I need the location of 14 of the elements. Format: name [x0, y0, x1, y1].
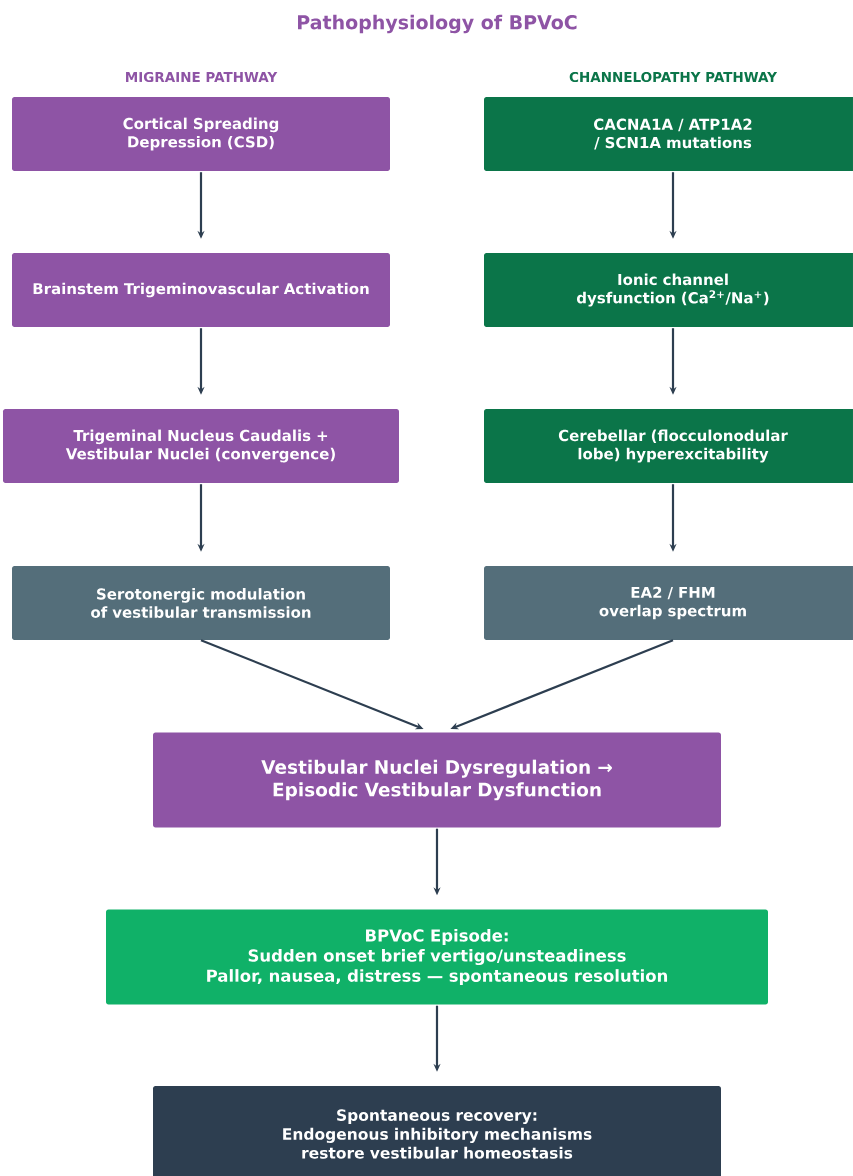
title: Pathophysiology of BPVoC	[298, 14, 577, 34]
column-heading: MIGRAINE PATHWAY	[126, 71, 278, 83]
process-box: Trigeminal Nucleus Caudalis + Vestibular Nuclei (convergence)	[3, 409, 399, 483]
process-box: CACNA1A / ATP1A2 / SCN1A mutations	[484, 97, 853, 171]
outcome-box: BPVoC Episode: Sudden onset brief vertigo/unsteadiness Pallor, nausea, distress — spontaneous resolution	[106, 909, 768, 1005]
process-box: Ionic channel dysfunction (Ca$^{2+}$/Na$^{+}$)	[484, 253, 853, 327]
process-box: Cortical Spreading Depression (CSD)	[12, 97, 390, 171]
column-heading: CHANNELOPATHY PATHWAY	[569, 71, 778, 83]
outcome-box: Spontaneous recovery: Endogenous inhibitory mechanisms restore vestibular homeostasis	[153, 1086, 721, 1176]
process-box: Vestibular Nuclei Dysregulation → Episodic Vestibular Dysfunction	[153, 732, 721, 828]
process-box: Cerebellar (flocculonodular lobe) hyperexcitability	[484, 409, 853, 483]
process-box: Serotonergic modulation of vestibular transmission	[12, 566, 390, 640]
process-box: EA2 / FHM overlap spectrum	[484, 566, 853, 640]
process-box: Brainstem Trigeminovascular Activation	[12, 253, 390, 327]
